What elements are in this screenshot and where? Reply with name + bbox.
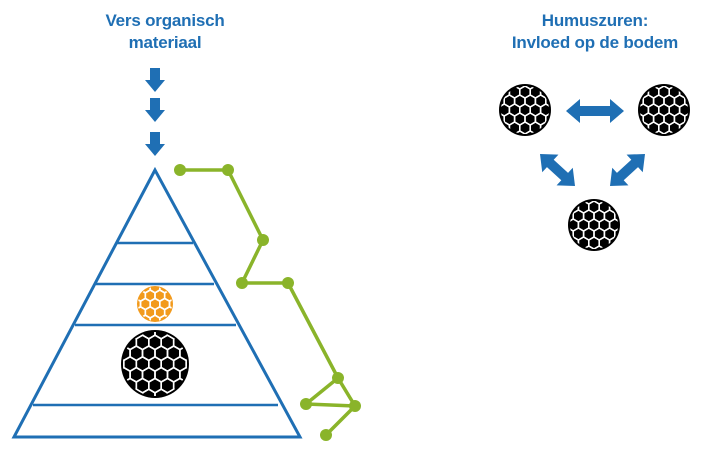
humus-hex-cell [684, 112, 688, 126]
left-title: Vers organisch materiaal [40, 10, 290, 54]
humus-hex-cell [678, 121, 688, 134]
orange-hex-cell [168, 297, 172, 311]
double-arrow-horizontal-icon [566, 99, 624, 123]
humus-hex-cell [545, 112, 549, 126]
right-title: Humuszuren: Invloed op de bodem [470, 10, 703, 54]
arrow-down-icon-2 [145, 98, 165, 122]
double-arrow-diagonal-icon-right [610, 154, 645, 186]
chain-node [236, 277, 248, 289]
right-title-line2: Invloed op de bodem [511, 33, 679, 52]
chain-link [240, 239, 265, 284]
arrow-down-icon-3 [145, 132, 165, 156]
pyramid-icon [11, 166, 303, 439]
chain-link [324, 404, 357, 437]
humus-particle-icon-1 [499, 84, 551, 136]
chain-link [286, 282, 340, 379]
humus-particle-icon-2 [638, 84, 690, 136]
chain-node [257, 234, 269, 246]
chain-node [320, 429, 332, 441]
chain-link [304, 376, 340, 406]
chain-link [305, 402, 356, 408]
humus-particle-icon-3 [568, 199, 620, 251]
green-molecule-chain-icon [174, 164, 361, 441]
left-title-line2: materiaal [128, 33, 202, 52]
large-black-particle-icon [121, 330, 189, 398]
interaction-arrows [540, 99, 645, 186]
chain-node [332, 372, 344, 384]
small-orange-particle-icon [137, 286, 173, 322]
humus-hex-cell [614, 227, 618, 241]
chain-node [282, 277, 294, 289]
input-arrows [145, 68, 165, 156]
right-title-line1: Humuszuren: [541, 11, 649, 30]
chain-node [349, 400, 361, 412]
humus-hex-cell [539, 121, 549, 134]
chain-node [174, 164, 186, 176]
chain-node [300, 398, 312, 410]
chain-node [222, 164, 234, 176]
left-title-line1: Vers organisch [105, 11, 225, 30]
humus-hex-cell [608, 236, 618, 249]
big-hex-cell [185, 355, 187, 373]
arrow-down-icon-1 [145, 68, 165, 92]
chain-link [226, 169, 265, 241]
double-arrow-diagonal-icon-left [540, 154, 575, 186]
